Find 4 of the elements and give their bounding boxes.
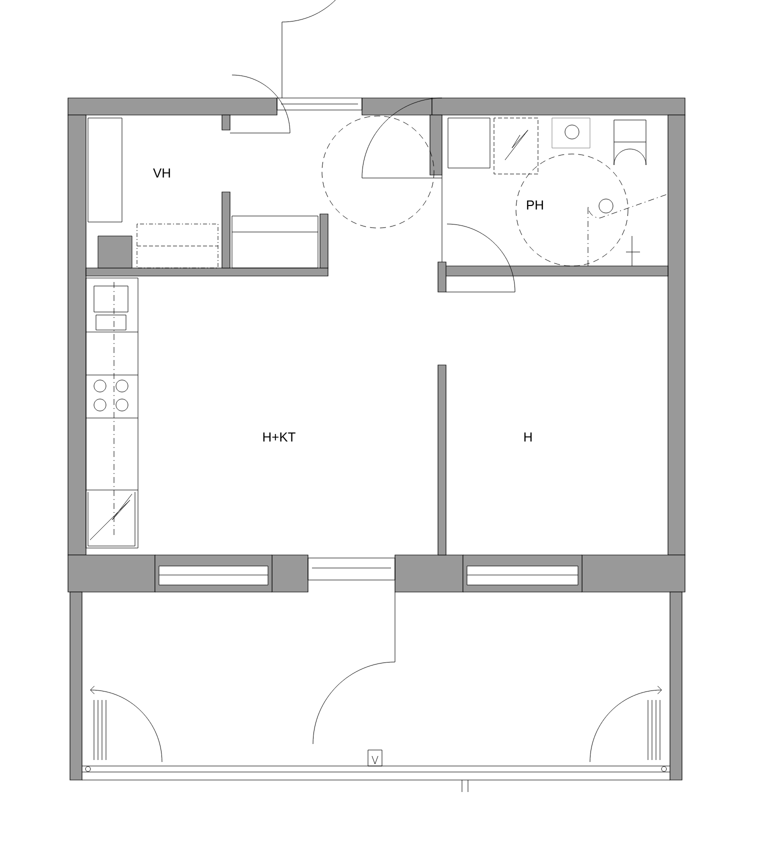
room-label: H (524, 432, 532, 442)
room-label: VH (153, 168, 170, 178)
room-label: H+KT (263, 432, 296, 442)
room-label: PH (527, 200, 543, 210)
